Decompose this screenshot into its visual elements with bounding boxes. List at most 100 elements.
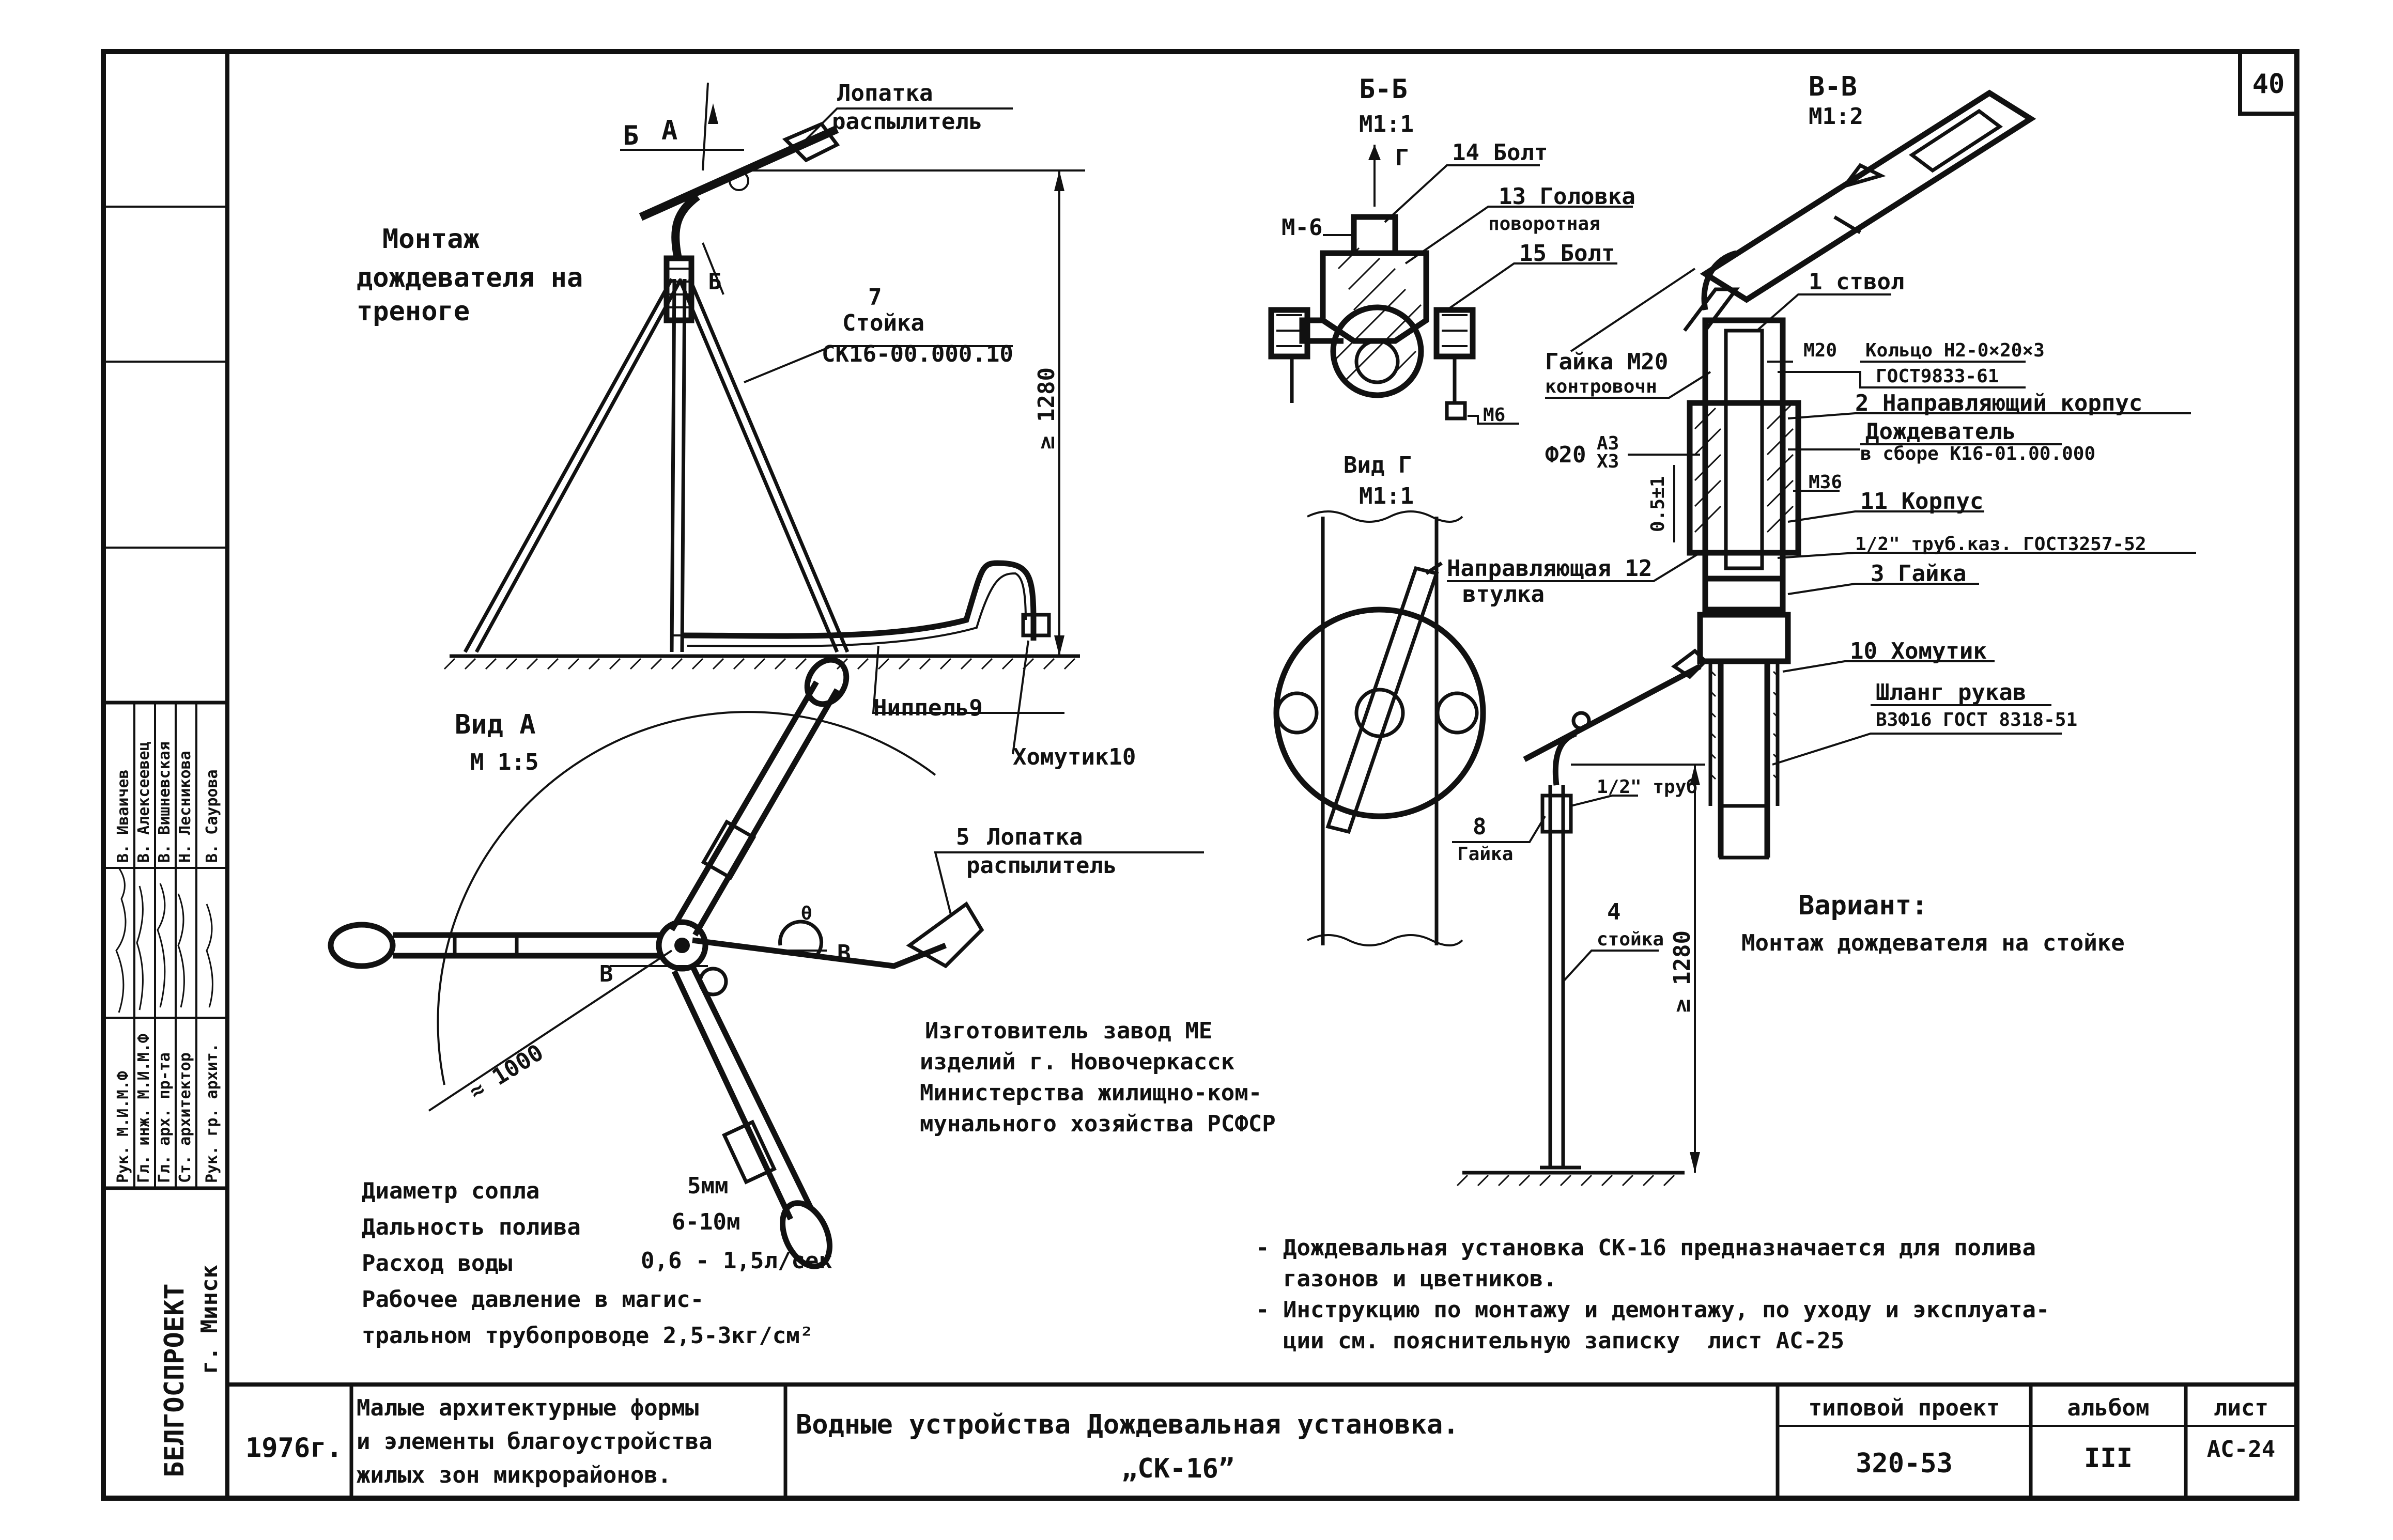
manufacturer-4: мунального хозяйства РСФСР xyxy=(920,1111,1276,1137)
clamp-10-label: 10 Хомутик xyxy=(1850,638,1987,664)
view-g-scale: М1:1 xyxy=(1359,483,1414,509)
theta-label: θ xyxy=(801,903,812,924)
pressure-line-1: Рабочее давление в магис- xyxy=(362,1286,704,1313)
gap-label: 0.5±1 xyxy=(1647,476,1669,532)
blade-label-1: Лопатка xyxy=(837,80,933,106)
org-name: БЕЛГОСПРОЕКТ xyxy=(159,1283,190,1477)
phi-label: Ф20 xyxy=(1545,442,1586,468)
tripod-assembly: Монтаж дождевателя на треноге Б А Б Лопа… xyxy=(357,80,1136,770)
view-a-blade-number: 5 xyxy=(956,824,970,850)
section-bb-title: Б-Б xyxy=(1359,74,1408,105)
album-label: альбом xyxy=(2067,1395,2150,1421)
series-3: жилых зон микрорайонов. xyxy=(357,1462,671,1488)
name-3: В. Вишневская xyxy=(156,741,174,863)
m6-upper: М-6 xyxy=(1282,214,1322,241)
manufacturer-2: изделий г. Новочеркасск xyxy=(920,1049,1234,1075)
role-5: Рук. гр. архит. xyxy=(203,1043,221,1183)
general-notes: - Дождевальная установка СК-16 предназна… xyxy=(1256,1235,2049,1354)
sprinkler-2: в сборе К16-01.00.000 xyxy=(1860,443,2095,464)
bolt-15: 15 Болт xyxy=(1519,240,1615,267)
sheet-label: лист xyxy=(2214,1395,2268,1421)
spec-label-2: Расход воды xyxy=(362,1250,512,1277)
pipe-label: 1/2" труб.каз. ГОСТ3257-52 xyxy=(1855,534,2147,555)
pressure-line-2: тральном трубопроводе 2,5-3кг/см² xyxy=(362,1323,813,1349)
hose-2: В3Ф16 ГОСТ 8318-51 xyxy=(1876,709,2077,730)
barrel-label: 1 ствол xyxy=(1809,269,1904,295)
post-code: СК16-00.000.10 xyxy=(822,341,1013,367)
name-4: Н. Лесникова xyxy=(176,751,194,863)
bushing-1: Направляющая 12 xyxy=(1447,555,1652,582)
manufacturer-1: Изготовитель завод МЕ xyxy=(925,1018,1212,1044)
drawing-title-1: Водные устройства Дождевальная установка… xyxy=(796,1409,1459,1440)
note-line-1: - Дождевальная установка СК-16 предназна… xyxy=(1256,1235,2036,1261)
section-b-marker: Б xyxy=(623,120,639,151)
fit-lower: X3 xyxy=(1597,451,1619,472)
view-g: Вид Г М1:1 xyxy=(1273,452,1486,946)
project-value: 320-53 xyxy=(1856,1448,1953,1479)
nut-m20-2: контровочн xyxy=(1545,376,1657,397)
note-line-3: - Инструкцию по монтажу и демонтажу, по … xyxy=(1256,1297,2049,1323)
head-13-1: 13 Головка xyxy=(1499,183,1635,210)
series-2: и элементы благоустройства xyxy=(357,1428,713,1455)
ring-label: Кольцо Н2-0×20×3 xyxy=(1865,340,2045,361)
note-line-4: ции см. пояснительную записку лист АС-25 xyxy=(1256,1328,1844,1354)
blade-label-2: распылитель xyxy=(832,108,982,135)
variant-height: ≥ 1280 xyxy=(1669,930,1695,1013)
role-3: Гл. арх. пр-та xyxy=(156,1052,174,1183)
role-1: Рук. М.И.М.Ф xyxy=(114,1071,132,1183)
variant-pipe: 1/2" труб xyxy=(1597,776,1697,798)
radius-label: ≈ 1000 xyxy=(465,1039,548,1105)
spec-value-0: 5мм xyxy=(687,1173,728,1199)
ring-gost: ГОСТ9833-61 xyxy=(1876,366,1999,387)
role-2: Гл. инж. М.И.М.Ф xyxy=(135,1034,153,1183)
variant-caption-1: Вариант: xyxy=(1798,890,1927,921)
title-block: 1976г. Малые архитектурные формы и элеме… xyxy=(227,1382,2297,1498)
section-bb-scale: М1:1 xyxy=(1359,111,1414,137)
nipple-label: Ниппель9 xyxy=(873,695,983,721)
nut-3-label: 3 Гайка xyxy=(1871,561,1966,587)
sheet-value: АС-24 xyxy=(2207,1436,2275,1463)
variant-nut-number: 8 xyxy=(1473,814,1487,840)
note-line-2: газонов и цветников. xyxy=(1256,1266,1557,1292)
album-value: III xyxy=(2084,1443,2133,1474)
m36-label: М36 xyxy=(1809,472,1842,493)
tripod-title-3: треноге xyxy=(357,296,470,327)
name-5: В. Саурова xyxy=(203,769,221,863)
variant-post: стойка xyxy=(1597,929,1664,950)
body-11-label: 11 Корпус xyxy=(1860,488,1983,515)
view-a-blade-1: Лопатка xyxy=(987,824,1083,850)
section-vv-scale: М1:2 xyxy=(1809,103,1863,130)
bolt-14: 14 Болт xyxy=(1452,139,1548,166)
year: 1976г. xyxy=(245,1433,343,1464)
fit-upper: A3 xyxy=(1597,433,1619,454)
tripod-title-1: Монтаж xyxy=(382,224,480,255)
org-city: г. Минск xyxy=(196,1265,223,1374)
project-label: типовой проект xyxy=(1809,1395,2000,1421)
variant-caption-2: Монтаж дождевателя на стойке xyxy=(1741,930,2125,956)
section-a-marker: А xyxy=(661,115,677,146)
spec-value-1: 6-10м xyxy=(672,1209,740,1235)
sheet-frame: 40 xyxy=(101,49,2299,1501)
view-g-title: Вид Г xyxy=(1344,452,1412,478)
role-4: Ст. архитектор xyxy=(176,1052,194,1183)
post-name: Стойка xyxy=(842,310,924,336)
post-number: 7 xyxy=(868,284,882,310)
variant-nut: Гайка xyxy=(1457,844,1513,865)
signatures xyxy=(115,867,213,1013)
section-bb: Б-Б М1:1 Г М-6 М6 14 Болт 13 Головка пов… xyxy=(1268,74,1635,426)
nut-m20-1: Гайка М20 xyxy=(1545,349,1668,375)
spec-value-2: 0,6 - 1,5л/сек xyxy=(641,1248,832,1274)
barrel-hatching xyxy=(1694,402,1794,533)
sheet-number: 40 xyxy=(2252,69,2285,100)
section-b-mark-left: В xyxy=(599,961,613,987)
hose-texture xyxy=(1710,671,1779,780)
drawing-title-2: „СК-16” xyxy=(1121,1453,1234,1484)
sprinkler-1: Дождеватель xyxy=(1865,418,2016,445)
bushing-2: втулка xyxy=(1462,581,1545,608)
section-hatching xyxy=(1332,247,1422,383)
manufacturer-3: Министерства жилищно-ком- xyxy=(920,1080,1262,1106)
guide-body-label: 2 Направляющий корпус xyxy=(1855,390,2142,416)
left-column: Рук. М.И.М.Ф Гл. инж. М.И.М.Ф Гл. арх. п… xyxy=(103,206,227,1477)
